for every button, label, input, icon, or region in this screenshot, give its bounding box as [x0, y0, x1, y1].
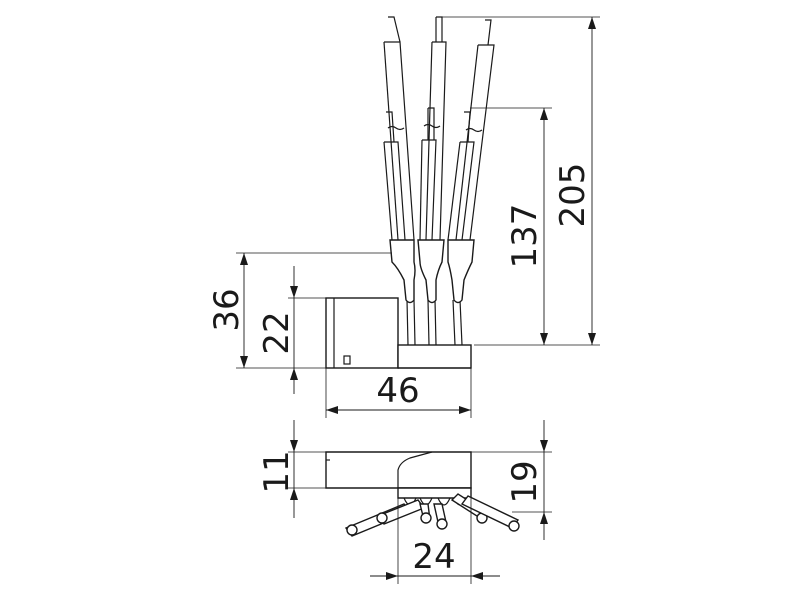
- dim-24: 24: [370, 498, 500, 584]
- front-view: 205 137 36 22: [207, 16, 600, 418]
- dim-137: 137: [470, 107, 552, 345]
- lead-stubs: [406, 299, 463, 346]
- dim-46: 46: [325, 368, 472, 418]
- dim-36-label: 36: [207, 288, 247, 331]
- dim-46-label: 46: [376, 371, 419, 411]
- fanned-leads: [344, 493, 520, 537]
- dim-22-label: 22: [257, 311, 297, 354]
- crimp-sleeves: [389, 239, 475, 304]
- latch-slot: [343, 355, 351, 365]
- dim-19-label: 19: [505, 460, 545, 503]
- dim-205-label: 205: [553, 163, 593, 228]
- dim-36: 36: [207, 252, 392, 369]
- top-view: 11 19 24: [257, 420, 552, 584]
- dim-11: 11: [257, 420, 326, 518]
- dim-205: 205: [442, 16, 600, 346]
- housing-body: [325, 297, 399, 369]
- tall-wires: [383, 16, 495, 241]
- base-block: [397, 344, 472, 369]
- dim-22: 22: [257, 266, 326, 394]
- short-wires: [383, 107, 475, 241]
- dim-19: 19: [471, 420, 552, 540]
- dim-137-label: 137: [505, 204, 545, 269]
- dim-24-label: 24: [412, 537, 455, 577]
- break-marks: [387, 123, 483, 133]
- dim-11-label: 11: [257, 450, 297, 493]
